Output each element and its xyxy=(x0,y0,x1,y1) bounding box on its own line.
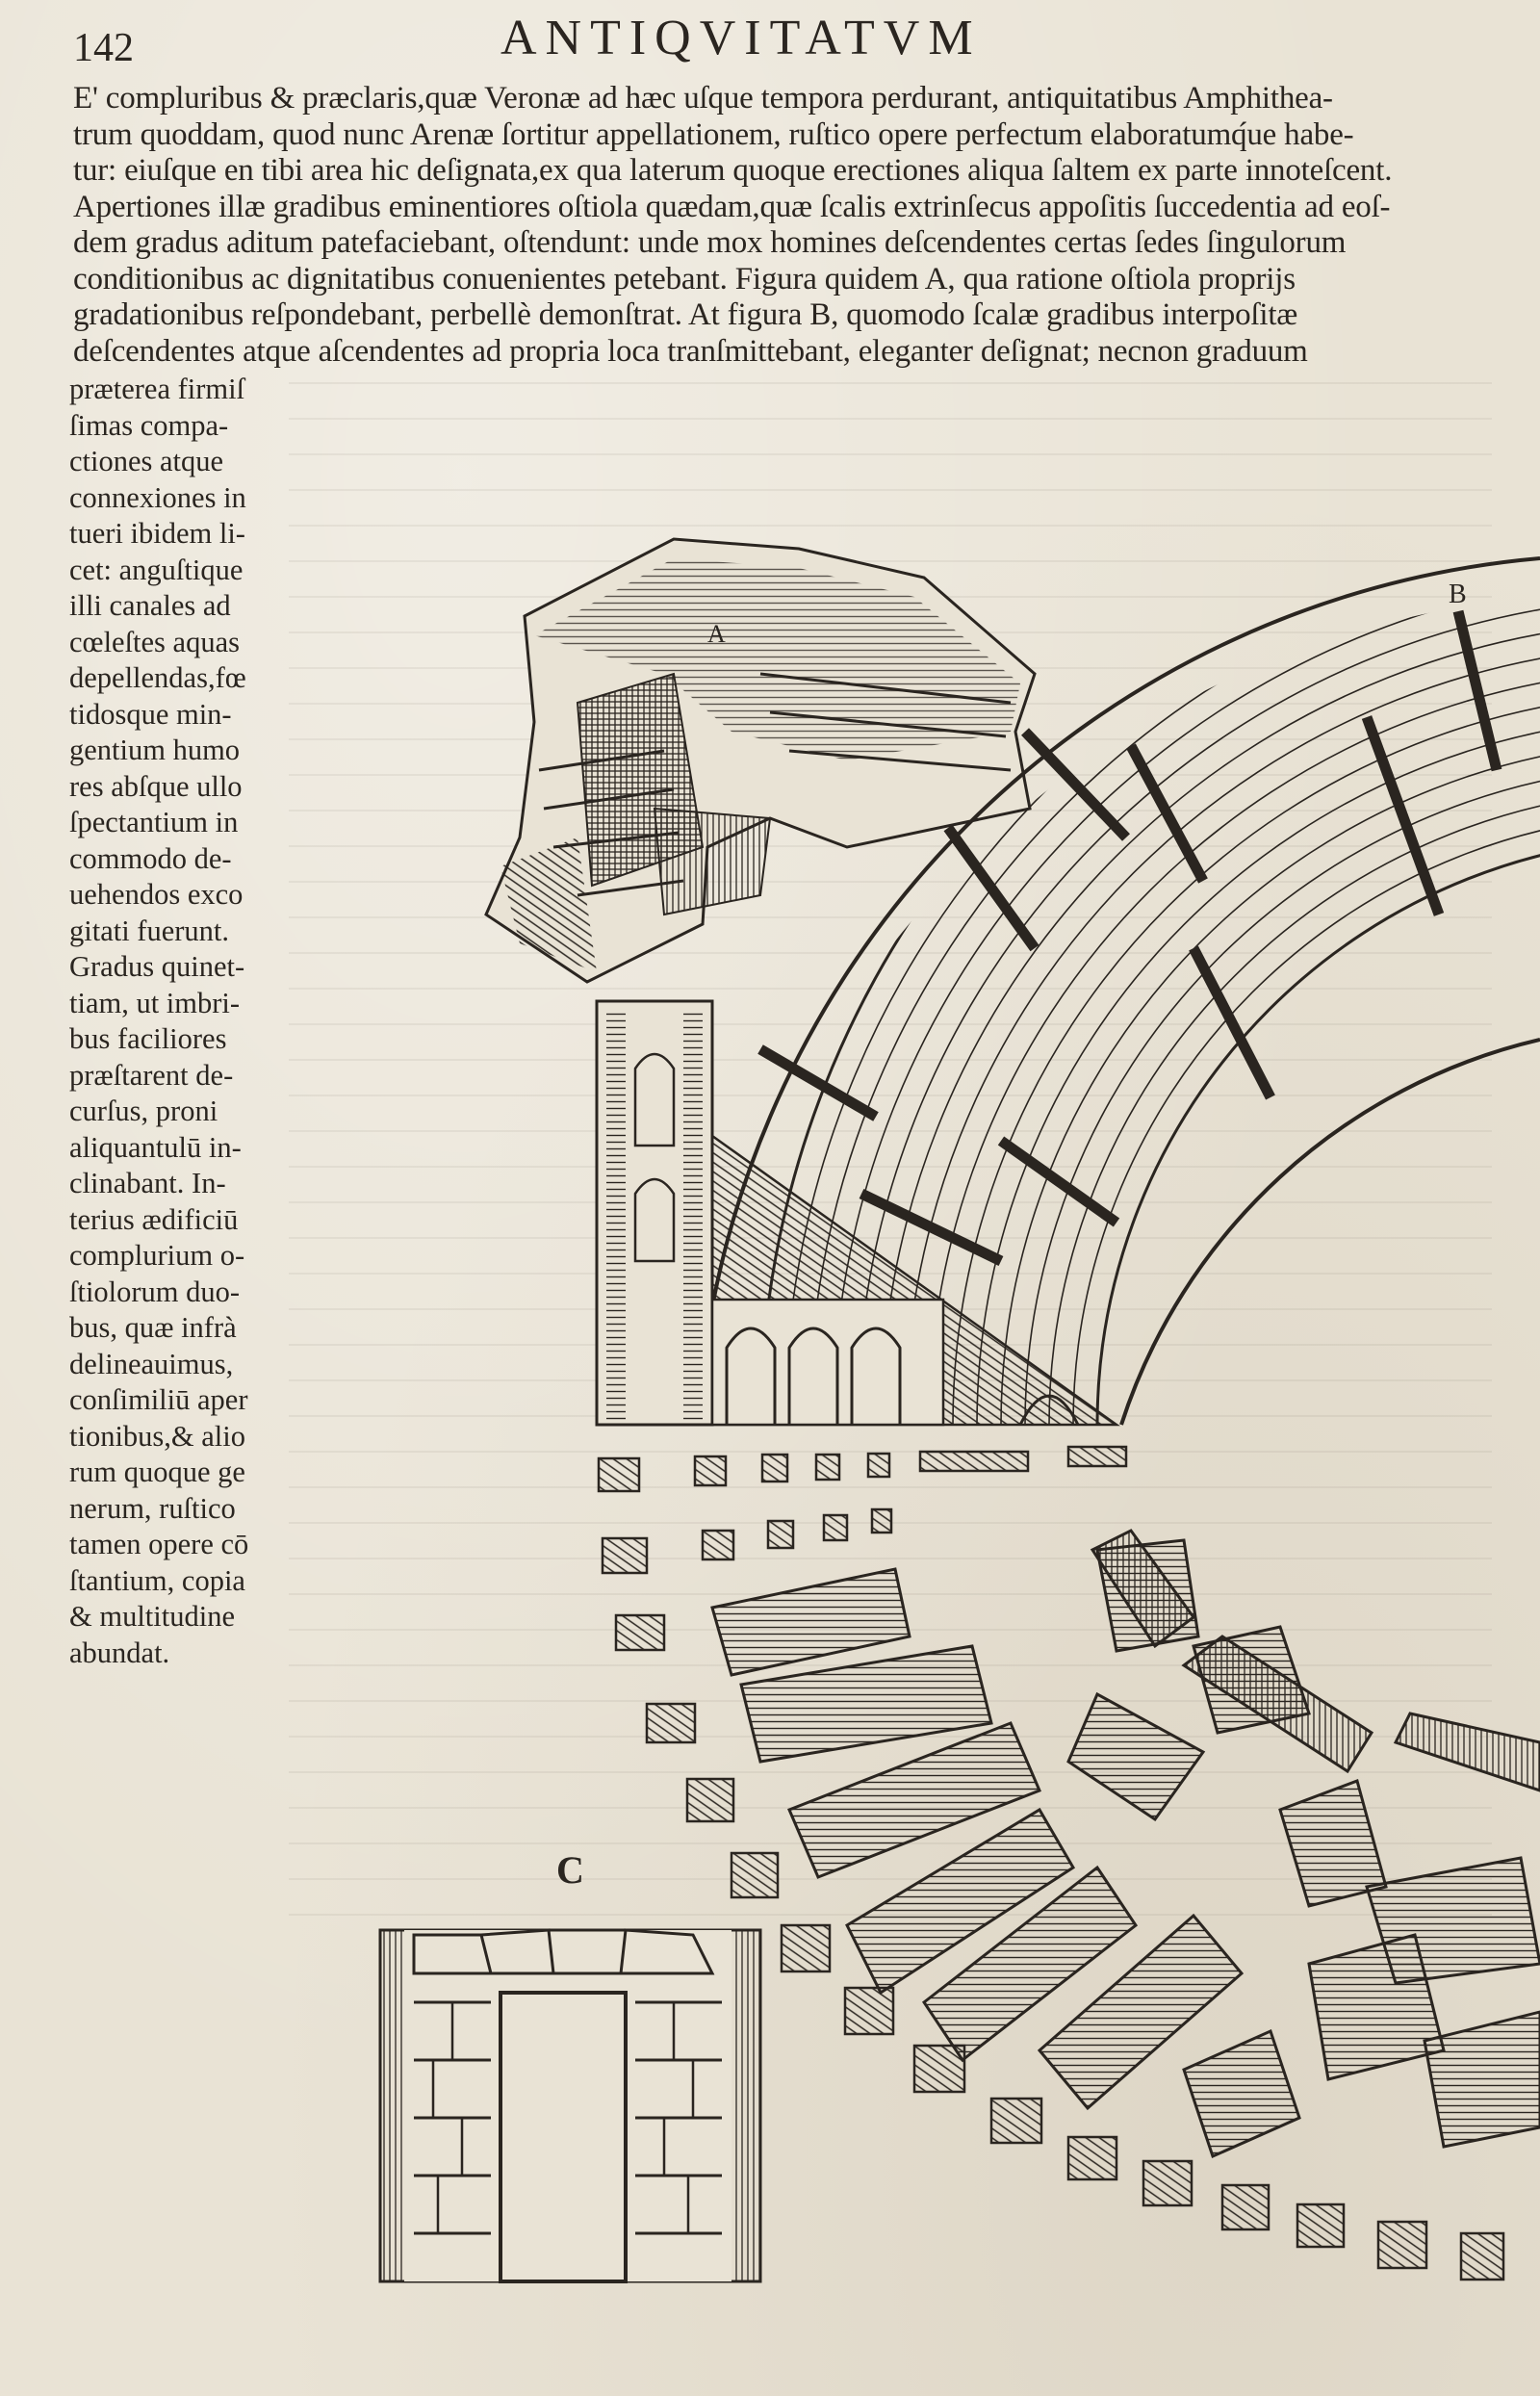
text-line: aliquantulū in- xyxy=(69,1130,242,1164)
text-line: tur: eiuſque en tibi area hic deſignata,… xyxy=(73,153,1393,188)
page-number: 142 xyxy=(73,26,134,70)
text-line: ſtiolorum duo- xyxy=(69,1275,241,1308)
text-line: curſus, proni xyxy=(69,1095,218,1127)
plan-piers xyxy=(597,1445,1505,2281)
text-line: uehendos exco xyxy=(69,878,244,911)
text-line: cet: anguſtique xyxy=(69,553,244,586)
figure-c-doorway xyxy=(378,1928,762,2283)
text-line: & multitudine xyxy=(69,1600,235,1633)
figure-c-label: C xyxy=(556,1848,584,1892)
arcade-wall xyxy=(595,999,1120,1427)
body-text-left-column: præterea firmiſ ſimas compa- ctiones atq… xyxy=(69,372,300,1671)
text-line: rum quoque ge xyxy=(69,1456,245,1488)
text-line: tionibus,& alio xyxy=(69,1419,245,1453)
text-line: ſtantium, copia xyxy=(69,1563,245,1597)
text-line: nerum, ruſtico xyxy=(69,1491,236,1525)
text-line: præſtarent de- xyxy=(69,1058,234,1092)
text-line: ctiones atque xyxy=(69,445,224,477)
figure-b-amphitheatre xyxy=(595,556,1540,2281)
text-line: conditionibus ac dignitatibus conuenient… xyxy=(73,261,1296,296)
text-line: abundat. xyxy=(69,1636,170,1669)
text-line: commodo de- xyxy=(69,841,232,875)
text-line: cœleſtes aquas xyxy=(69,625,240,658)
text-line: tidosque min- xyxy=(69,697,232,731)
text-line: bus faciliores xyxy=(69,1022,227,1055)
text-line: tamen opere cō xyxy=(69,1528,249,1560)
running-head: ANTIQVITATVM xyxy=(500,11,982,65)
text-line: terius ædificiū xyxy=(69,1202,239,1236)
stair-aisles xyxy=(757,609,1502,1266)
text-line: tueri ibidem li- xyxy=(69,517,245,550)
plan-radial-walls xyxy=(710,1538,1540,2159)
text-line: delineauimus, xyxy=(69,1347,234,1380)
text-line: res abſque ullo xyxy=(69,769,243,803)
text-line: bus, quæ infrà xyxy=(69,1311,237,1344)
text-line: gradationibus reſpondebant, perbellè dem… xyxy=(73,297,1298,332)
text-line: E' compluribus & præclaris,quæ Veronæ ad… xyxy=(73,81,1333,116)
text-line: complurium o- xyxy=(69,1239,245,1272)
text-line: Apertiones illæ gradibus eminentiores oſ… xyxy=(73,189,1391,224)
text-line: conſimiliū aper xyxy=(69,1383,248,1416)
text-line: ſimas compa- xyxy=(69,408,229,442)
body-text-full-width: E' compluribus & præclaris,quæ Veronæ ad… xyxy=(73,81,1478,370)
text-line: illi canales ad xyxy=(69,589,231,622)
text-line: Gradus quinet- xyxy=(69,950,245,983)
plan-outer-ring xyxy=(1090,1529,1540,1792)
text-line: clinabant. In- xyxy=(69,1167,226,1199)
text-line: dem gradus aditum patefaciebant, oſtendu… xyxy=(73,225,1347,260)
figure-a-block xyxy=(484,537,1037,984)
text-line: depellendas,fœ xyxy=(69,661,246,694)
text-line: gitati fuerunt. xyxy=(69,914,230,947)
text-line: præterea firmiſ xyxy=(69,373,245,405)
figure-a-label: A xyxy=(707,620,726,648)
text-line: connexiones in xyxy=(69,480,246,514)
text-line: trum quoddam, quod nunc Arenæ ſortitur a… xyxy=(73,116,1354,152)
text-line: tiam, ut imbri- xyxy=(69,986,241,1019)
text-line: gentium humo xyxy=(69,734,241,766)
text-line: deſcendentes atque aſcendentes ad propri… xyxy=(73,333,1308,369)
text-line: ſpectantium in xyxy=(69,806,239,838)
figure-b-label: B xyxy=(1449,580,1467,609)
